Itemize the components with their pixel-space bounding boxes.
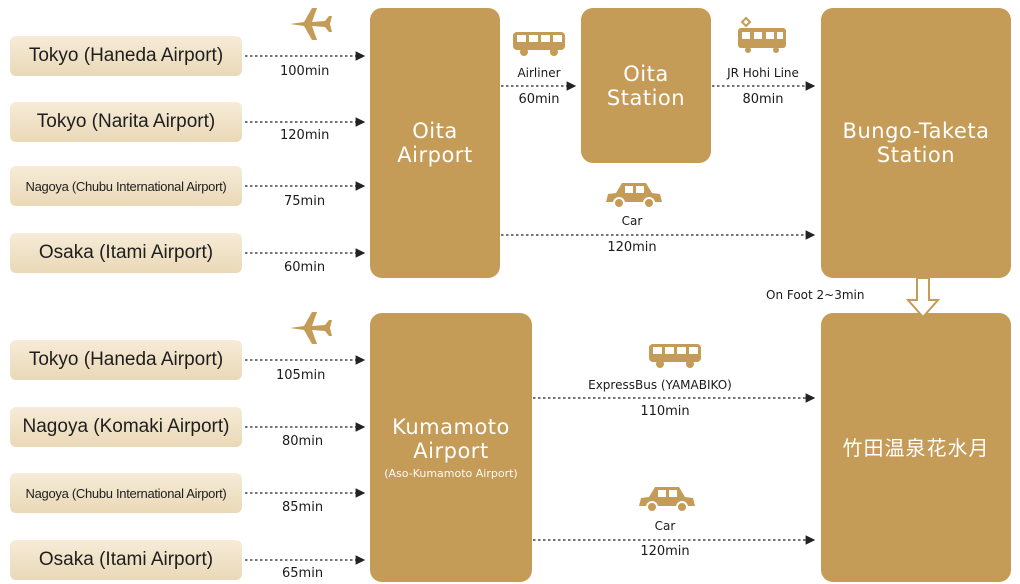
route-duration: 60min <box>284 260 326 275</box>
route-duration: 80min <box>742 92 784 107</box>
route-label: JR Hohi Line <box>727 66 799 80</box>
hub-kumamoto-airport: Kumamoto Airport (Aso-Kumamoto Airport) <box>370 313 532 582</box>
origin-box: Tokyo (Haneda Airport) <box>10 36 242 76</box>
route-label: Airliner <box>517 66 561 80</box>
route-label: Car <box>654 519 676 533</box>
hub-title: Kumamoto Airport <box>392 415 510 463</box>
hub-bungo-taketa-station: Bungo-Taketa Station <box>821 8 1011 278</box>
origin-label: Nagoya (Chubu International Airport) <box>25 485 227 501</box>
route-label: Car <box>621 214 643 228</box>
train-icon <box>738 16 786 53</box>
origin-box: Osaka (Itami Airport) <box>10 540 242 580</box>
route-duration: 65min <box>282 566 324 581</box>
down-arrow-icon <box>905 277 941 319</box>
route-duration: 110min <box>640 404 690 419</box>
origin-box: Osaka (Itami Airport) <box>10 233 242 273</box>
origin-label: Nagoya (Komaki Airport) <box>22 416 230 437</box>
origin-box: Tokyo (Narita Airport) <box>10 102 242 142</box>
origin-label: Nagoya (Chubu International Airport) <box>25 178 227 194</box>
origin-label: Osaka (Itami Airport) <box>38 242 214 263</box>
hub-title: 竹田温泉花水月 <box>842 435 990 460</box>
origin-box: Tokyo (Haneda Airport) <box>10 340 242 380</box>
walk-label: On Foot 2~3min <box>766 288 865 302</box>
origin-label: Tokyo (Haneda Airport) <box>28 349 224 370</box>
route-duration: 85min <box>282 500 324 515</box>
route-duration: 80min <box>282 434 324 449</box>
bus-icon <box>513 32 565 56</box>
origin-label: Tokyo (Narita Airport) <box>36 111 216 132</box>
origin-box: Nagoya (Chubu International Airport) <box>10 473 242 513</box>
plane-icon <box>290 8 332 40</box>
route-duration: 105min <box>276 368 326 383</box>
origin-label: Osaka (Itami Airport) <box>38 549 214 570</box>
route-duration: 120min <box>640 544 690 559</box>
origin-label: Tokyo (Haneda Airport) <box>28 45 224 66</box>
route-duration: 75min <box>284 194 326 209</box>
route-duration: 120min <box>280 128 330 143</box>
route-duration: 100min <box>280 64 330 79</box>
route-label: ExpressBus (YAMABIKO) <box>588 378 732 392</box>
origin-box: Nagoya (Komaki Airport) <box>10 407 242 447</box>
hub-oita-station: Oita Station <box>581 8 711 163</box>
hub-title: Oita Station <box>606 61 686 110</box>
hub-destination: 竹田温泉花水月 <box>821 313 1011 582</box>
car-icon <box>639 487 695 513</box>
hub-title: Oita Airport <box>397 119 473 167</box>
car-icon <box>606 183 662 209</box>
hub-oita-airport: Oita Airport <box>370 8 500 278</box>
origin-box: Nagoya (Chubu International Airport) <box>10 166 242 206</box>
bus-icon <box>649 344 701 368</box>
hub-title: Bungo-Taketa Station <box>842 119 990 167</box>
hub-subtitle: (Aso-Kumamoto Airport) <box>384 467 518 480</box>
route-duration: 120min <box>607 240 657 255</box>
plane-icon <box>290 312 332 344</box>
route-duration: 60min <box>518 92 560 107</box>
